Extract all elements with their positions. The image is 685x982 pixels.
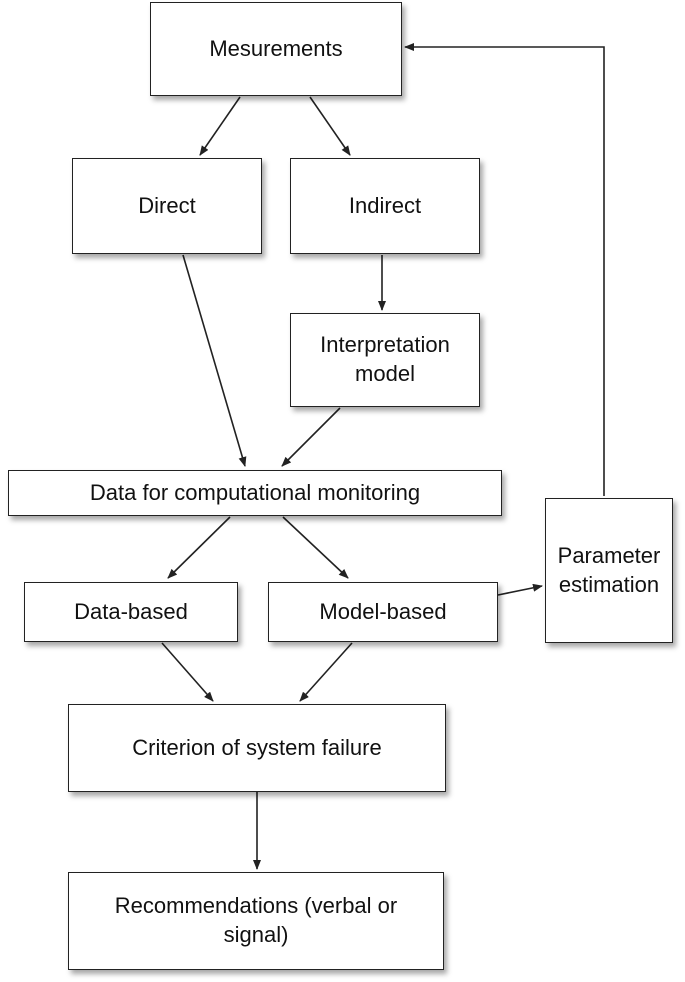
arrow-model-based-to-criterion	[299, 642, 353, 702]
node-parameter-estimation: Parameter estimation	[545, 498, 673, 643]
node-interpretation-line2: model	[355, 361, 415, 386]
node-model-based-label: Model-based	[319, 598, 447, 624]
node-data-based-label: Data-based	[74, 598, 188, 624]
node-direct: Direct	[72, 158, 262, 254]
node-criterion-label: Criterion of system failure	[132, 734, 382, 760]
arrow-model-based-to-parameter	[497, 583, 543, 596]
node-parameter-line2: estimation	[558, 571, 660, 597]
node-interpretation-line1: Interpretation	[320, 332, 450, 358]
arrow-data-based-to-criterion	[161, 642, 214, 702]
node-measurements-label: Mesurements	[209, 35, 343, 61]
arrow-data-monitoring-to-model-based	[282, 516, 349, 579]
arrow-data-monitoring-to-data-based	[167, 516, 231, 579]
node-data-monitoring-label: Data for computational monitoring	[89, 479, 421, 505]
arrow-interpretation-to-data-monitoring	[281, 407, 341, 467]
node-recommendations: Recommendations (verbal or signal)	[68, 872, 444, 970]
node-parameter-line1: Parameter	[557, 542, 661, 568]
arrow-measurements-to-direct	[199, 96, 241, 156]
node-indirect-label: Indirect	[348, 192, 422, 218]
node-measurements: Mesurements	[150, 2, 402, 96]
node-interpretation-model: Interpretation model	[290, 313, 480, 407]
node-criterion: Criterion of system failure	[68, 704, 446, 792]
arrow-parameter-to-measurements	[404, 43, 605, 496]
node-direct-label: Direct	[138, 192, 196, 218]
node-recommendations-line1: Recommendations (verbal or	[114, 893, 398, 919]
node-recommendations-line2: signal)	[223, 922, 289, 947]
node-model-based: Model-based	[268, 582, 498, 642]
node-data-monitoring: Data for computational monitoring	[8, 470, 502, 516]
arrow-direct-to-data-monitoring	[182, 254, 247, 467]
node-indirect: Indirect	[290, 158, 480, 254]
node-data-based: Data-based	[24, 582, 238, 642]
arrow-measurements-to-indirect	[309, 96, 351, 156]
